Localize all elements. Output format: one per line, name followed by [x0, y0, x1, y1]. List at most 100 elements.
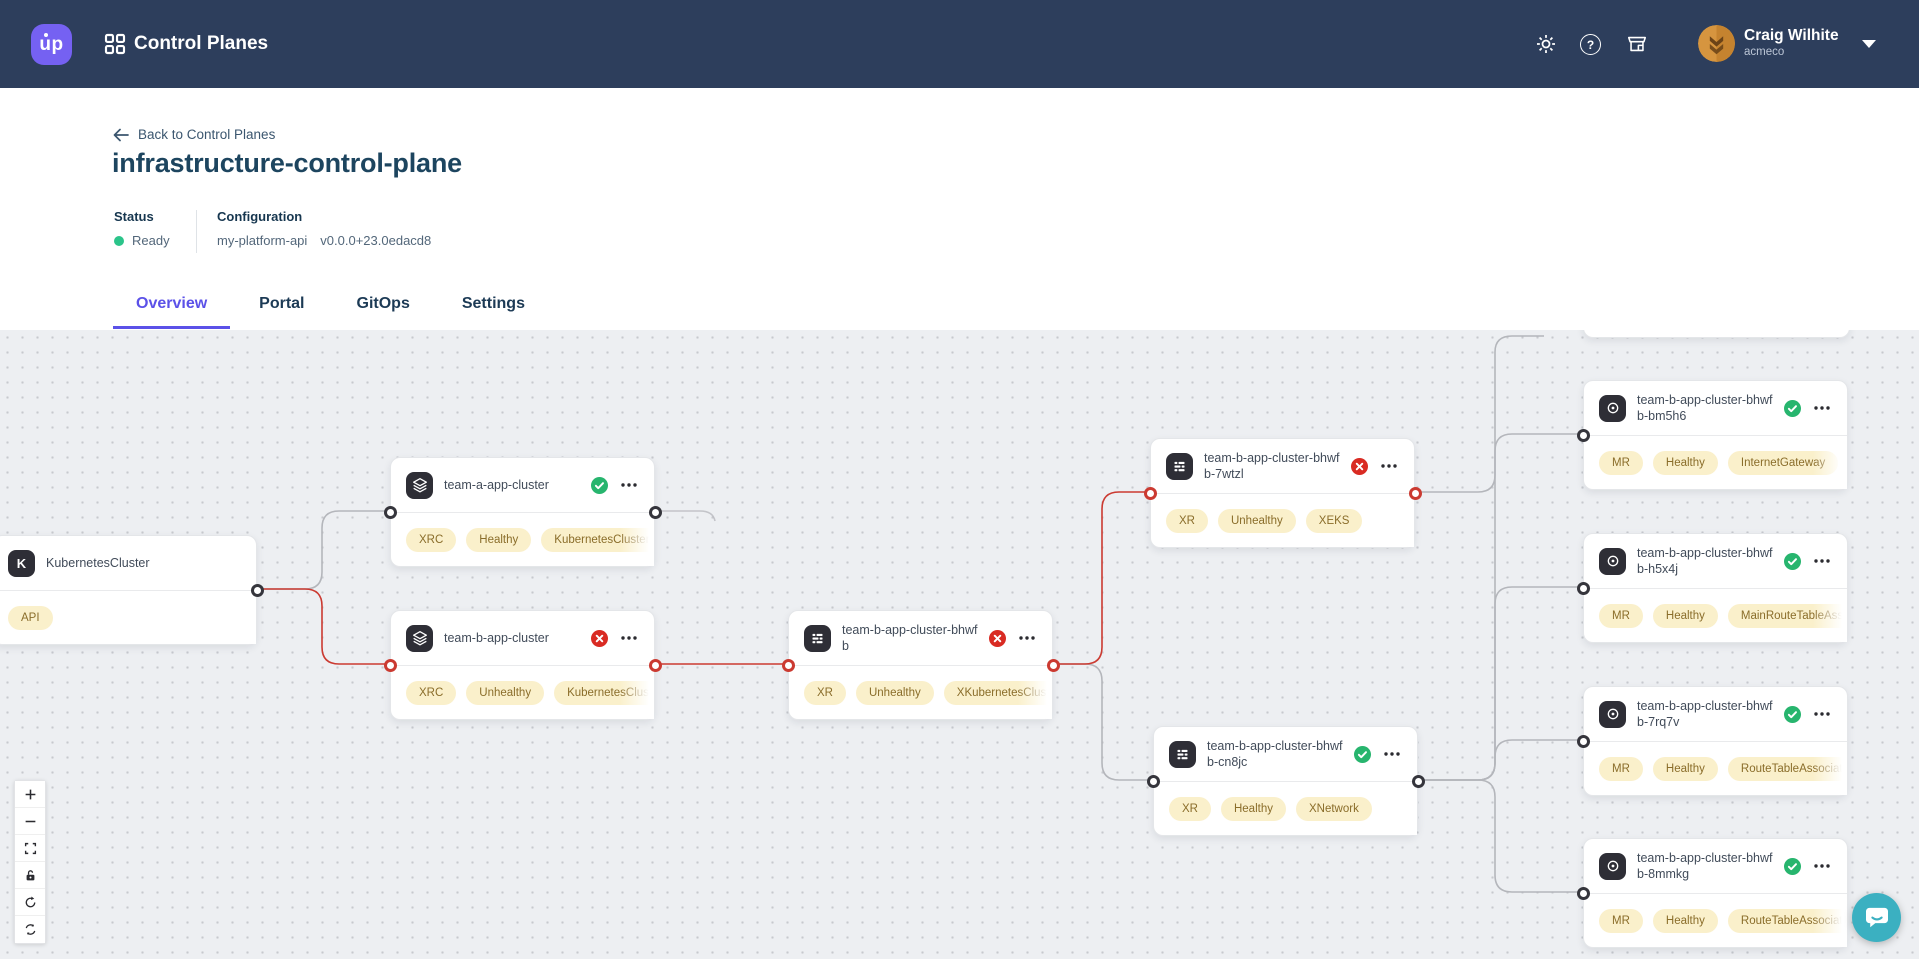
node-divider	[1584, 741, 1847, 742]
node-team-a-app-cluster[interactable]: team-a-app-cluster XRC Healthy Kubernete…	[383, 457, 662, 567]
back-to-control-planes-link[interactable]: Back to Control Planes	[113, 127, 275, 142]
node-divider	[0, 590, 256, 591]
apps-grid-icon	[104, 33, 126, 55]
node-menu-button[interactable]	[1812, 856, 1832, 876]
badge: Healthy	[1652, 603, 1718, 628]
node-team-b-app-cluster-bhwfb-8mmkg[interactable]: team-b-app-cluster-bhwfb-8mmkg MR Health…	[1576, 838, 1848, 948]
node-kubernetescluster[interactable]: K KubernetesCluster API	[0, 535, 264, 645]
node-card-partial-top[interactable]	[1583, 330, 1850, 338]
tab-gitops[interactable]: GitOps	[356, 295, 410, 312]
node-team-b-app-cluster-bhwfb-bm5h6[interactable]: team-b-app-cluster-bhwfb-bm5h6 MR Health…	[1576, 380, 1848, 490]
node-team-b-app-cluster-bhwfb-h5x4j[interactable]: team-b-app-cluster-bhwfb-h5x4j MR Health…	[1576, 533, 1848, 643]
badge: XR	[1166, 508, 1208, 533]
relayout-button[interactable]	[15, 916, 45, 943]
managed-resource-icon	[1599, 394, 1626, 422]
node-header: team-b-app-cluster	[391, 611, 654, 665]
node-badges: MR Healthy RouteTableAssociation	[1584, 742, 1847, 795]
back-arrow-icon	[113, 128, 129, 141]
page-title: infrastructure-control-plane	[112, 148, 462, 178]
badge: Unhealthy	[855, 680, 934, 705]
node-name: KubernetesCluster	[46, 555, 150, 570]
zoom-in-button[interactable]	[15, 781, 45, 808]
node-team-b-app-cluster-bhwfb-cn8jc[interactable]: team-b-app-cluster-bhwfb-cn8jc XR Health…	[1146, 726, 1425, 836]
node-menu-button[interactable]	[1382, 744, 1402, 764]
node-header: team-a-app-cluster	[391, 458, 654, 512]
node-name: team-b-app-cluster-bhwfb-8mmkg	[1637, 850, 1773, 881]
node-team-b-app-cluster-bhwfb[interactable]: team-b-app-cluster-bhwfb XR Unhealthy XK…	[781, 610, 1060, 720]
node-menu-button[interactable]	[619, 628, 639, 648]
node-team-b-app-cluster-bhwfb-7wtzl[interactable]: team-b-app-cluster-bhwfb-7wtzl XR Unheal…	[1143, 438, 1422, 548]
edge-bhwfb-to-cn8jc	[1053, 663, 1153, 781]
node-name: team-b-app-cluster-bhwfb-h5x4j	[1637, 545, 1773, 576]
badge: MR	[1599, 450, 1643, 475]
connection-handle-left	[1143, 486, 1157, 500]
claim-layers-icon	[406, 471, 433, 499]
user-menu-caret-icon[interactable]	[1862, 40, 1876, 48]
badge: MR	[1599, 908, 1643, 933]
tab-settings[interactable]: Settings	[461, 295, 525, 312]
node-name: team-a-app-cluster	[444, 477, 549, 492]
detail-tabs: Overview Portal GitOps Settings	[113, 292, 548, 329]
connection-handle-right	[1408, 486, 1422, 500]
connection-handle-left	[781, 658, 795, 672]
node-menu-button[interactable]	[1379, 456, 1399, 476]
zoom-out-button[interactable]	[15, 808, 45, 835]
badge: RouteTableAssociation	[1727, 908, 1847, 933]
fit-view-button[interactable]	[15, 835, 45, 862]
connection-handle-right	[648, 505, 662, 519]
node-menu-button[interactable]	[1017, 628, 1037, 648]
node-team-b-app-cluster-bhwfb-7rq7v[interactable]: team-b-app-cluster-bhwfb-7rq7v MR Health…	[1576, 686, 1848, 796]
configuration-label: Configuration	[217, 209, 303, 224]
managed-resource-icon	[1599, 547, 1626, 575]
badge: MR	[1599, 603, 1643, 628]
resource-graph-canvas[interactable]: K KubernetesCluster API team-a-app-clust…	[0, 330, 1919, 959]
node-divider	[391, 665, 654, 666]
badge: XR	[804, 680, 846, 705]
composite-resource-icon	[1169, 740, 1196, 768]
node-menu-button[interactable]	[1812, 704, 1832, 724]
upbound-logo[interactable]: up	[31, 24, 72, 65]
user-avatar[interactable]	[1698, 25, 1735, 62]
connection-handle-left	[383, 658, 397, 672]
node-menu-button[interactable]	[1812, 551, 1832, 571]
node-menu-button[interactable]	[619, 475, 639, 495]
healthy-status-icon	[591, 476, 608, 494]
badge: MainRouteTableAssociation	[1727, 603, 1847, 628]
settings-gear-icon[interactable]	[1535, 33, 1557, 55]
healthy-status-icon	[1354, 745, 1371, 763]
edge-kc-to-team-b	[257, 588, 390, 665]
edge-cn8jc-to-bm5h6	[1418, 433, 1583, 781]
connection-handle-left	[1576, 428, 1590, 442]
help-icon[interactable]: ?	[1580, 34, 1601, 55]
marketplace-icon[interactable]	[1626, 33, 1648, 55]
node-team-b-app-cluster[interactable]: team-b-app-cluster XRC Unhealthy Kuberne…	[383, 610, 662, 720]
managed-resource-icon	[1599, 700, 1626, 728]
chat-launcher-icon[interactable]	[1852, 893, 1901, 942]
rotate-button[interactable]	[15, 889, 45, 916]
badge: API	[8, 605, 53, 630]
connection-handle-left	[1576, 886, 1590, 900]
node-header: team-b-app-cluster-bhwfb-bm5h6	[1584, 381, 1847, 435]
node-badges: MR Healthy MainRouteTableAssociation	[1584, 589, 1847, 642]
edge-cn8jc-to-7rq7v	[1418, 739, 1583, 781]
unhealthy-status-icon	[591, 629, 608, 647]
tab-portal[interactable]: Portal	[259, 295, 305, 312]
composite-resource-icon	[1166, 452, 1193, 480]
node-badges: XR Healthy XNetwork	[1154, 782, 1417, 835]
node-badges: XR Unhealthy XEKS	[1151, 494, 1414, 547]
tab-overview[interactable]: Overview	[113, 292, 231, 329]
status-text: Ready	[132, 233, 170, 248]
node-header: team-b-app-cluster-bhwfb	[789, 611, 1052, 665]
connection-handle-left	[383, 505, 397, 519]
node-badges: XRC Unhealthy KubernetesCluster	[391, 666, 654, 719]
back-link-label: Back to Control Planes	[138, 127, 276, 142]
connection-handle-right	[250, 583, 264, 597]
ready-status-dot	[114, 235, 124, 246]
lock-interactivity-button[interactable]	[15, 862, 45, 889]
node-name: team-b-app-cluster	[444, 630, 549, 645]
node-header: team-b-app-cluster-bhwfb-8mmkg	[1584, 839, 1847, 893]
graph-edges	[257, 335, 1583, 893]
node-menu-button[interactable]	[1812, 398, 1832, 418]
badge: XRC	[406, 680, 457, 705]
